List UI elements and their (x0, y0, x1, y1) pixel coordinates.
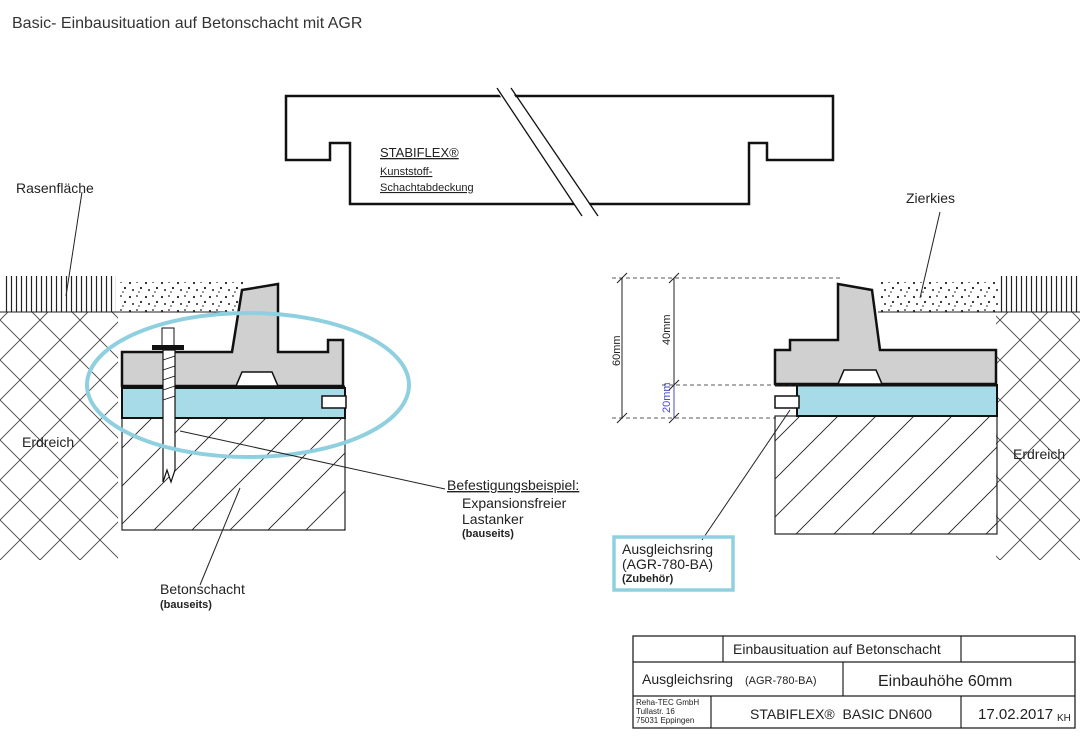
cover-line1: Kunststoff- (380, 166, 433, 178)
tb-company-city: 75031 Eppingen (636, 716, 694, 725)
example-title: Befestigungsbeispiel: (447, 477, 579, 493)
ring-label-line2: (AGR-780-BA) (622, 556, 713, 572)
dimension-lines (612, 272, 840, 424)
tb-height: Einbauhöhe 60mm (878, 673, 1012, 690)
right-concrete-shaft (774, 415, 998, 535)
cover-line2: Schachtabdeckung (380, 182, 474, 194)
right-surface-label: Zierkies (906, 190, 955, 206)
cover-outline (284, 84, 835, 220)
title-block (632, 635, 1076, 729)
example-note: (bauseits) (462, 528, 514, 540)
tb-date: 17.02.2017 (978, 706, 1053, 723)
tb-product: STABIFLEX® BASIC DN600 (750, 706, 932, 722)
dim-lower-label: 20mm (661, 382, 673, 413)
right-frame (773, 282, 998, 417)
dim-total-label: 60mm (611, 335, 623, 366)
page-title: Basic- Einbausituation auf Betonschacht … (12, 15, 363, 32)
left-surface-label: Rasenfläche (16, 180, 94, 196)
ring-label-line1: Ausgleichsring (622, 541, 713, 557)
tb-initials: KH (1057, 713, 1071, 724)
ring-note: (Zubehör) (622, 573, 674, 585)
left-leader-shaft (199, 487, 241, 586)
left-soil-label: Erdreich (22, 434, 74, 450)
example-line1: Expansionsfreier (462, 495, 567, 511)
tb-company-street: Tullastr. 16 (636, 707, 675, 716)
example-line2: Lastanker (462, 511, 524, 527)
shaft-label: Betonschacht (160, 581, 245, 597)
right-ground (878, 211, 1080, 560)
shaft-note: (bauseits) (160, 599, 212, 611)
tb-ring-label: Ausgleichsring (642, 671, 733, 687)
left-frame (120, 282, 347, 419)
right-leader-ring (701, 409, 791, 541)
cover-brand: STABIFLEX® (380, 145, 459, 160)
highlight-ellipse (85, 311, 411, 459)
tb-company-name: Reha-TEC GmbH (636, 698, 699, 707)
ring-highlight-box (612, 535, 735, 592)
left-leader-anchor (179, 430, 446, 490)
dim-upper-label: 40mm (661, 314, 673, 345)
right-soil-label: Erdreich (1013, 446, 1065, 462)
tb-heading: Einbausituation auf Betonschacht (733, 641, 941, 657)
tb-ring-code: (AGR-780-BA) (745, 675, 817, 687)
left-concrete-shaft (121, 417, 346, 531)
